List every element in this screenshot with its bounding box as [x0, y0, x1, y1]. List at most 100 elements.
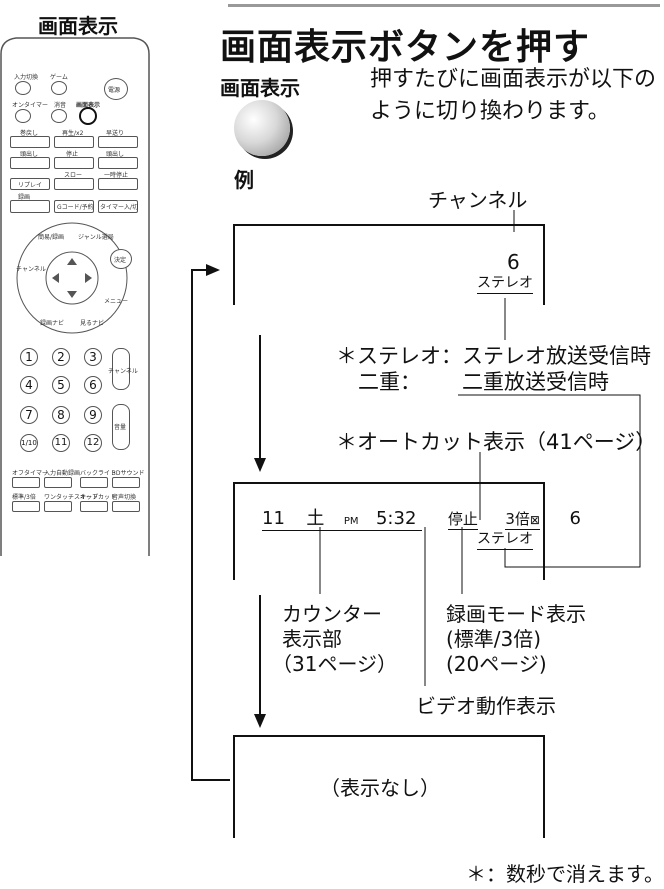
- remote-label-record: 録画: [18, 194, 31, 201]
- audio-note-line1: ＊ステレオ：ステレオ放送受信時: [336, 344, 651, 368]
- skip-back-button[interactable]: [10, 157, 50, 169]
- autocut-note: ＊オートカット表示（41ページ）: [336, 430, 657, 454]
- rewind-button[interactable]: [10, 136, 50, 148]
- heading-rule: [228, 4, 660, 7]
- remote-label-sp-ep: 標準/3倍: [12, 494, 36, 501]
- remote-label-channel: チャンネル: [108, 368, 138, 375]
- remote-label-backlight: バックライト: [80, 470, 117, 477]
- gcode-button[interactable]: [54, 200, 94, 213]
- stop-button[interactable]: [54, 157, 94, 169]
- remote-label-input: 入力切換: [14, 74, 39, 81]
- screen1-channel-number: 6: [507, 250, 520, 274]
- remote-label-ff: 早送り: [106, 130, 125, 137]
- counter-label-3: （31ページ）: [272, 652, 398, 676]
- remote-label-off-timer: オフタイマー: [12, 470, 49, 477]
- remote-label-audio: 音声切換: [112, 494, 137, 501]
- mute-button[interactable]: [51, 109, 67, 123]
- recmode-label-3: (20ページ): [446, 652, 547, 676]
- number-key-4[interactable]: 4: [20, 376, 38, 394]
- replay-button[interactable]: [10, 178, 50, 190]
- one-touch-skip-button[interactable]: [44, 501, 72, 512]
- remote-label-power: 電源: [108, 87, 121, 94]
- play-button[interactable]: [54, 136, 94, 148]
- remote-label-play: 再生/x2: [62, 130, 84, 137]
- on-timer-button[interactable]: [15, 109, 31, 123]
- remote-callout-label: 画面表示: [38, 14, 118, 38]
- remote-label-gcode: Gコード/予約: [57, 204, 94, 211]
- number-key-8[interactable]: 8: [52, 406, 70, 424]
- record-button[interactable]: [10, 200, 50, 213]
- number-key-9[interactable]: 9: [84, 406, 102, 424]
- screen2-weekday: 土: [306, 508, 325, 529]
- remote-label-channel-nav: チャンネル: [16, 266, 46, 273]
- timer-button[interactable]: [98, 200, 138, 213]
- number-key-5[interactable]: 5: [52, 376, 70, 394]
- footnote: ＊：数秒で消えます。: [466, 862, 664, 886]
- channel-title: チャンネル: [428, 188, 528, 212]
- screen2-day: 11: [262, 508, 285, 529]
- remote-label-skip-fwd: 頭出し: [106, 151, 125, 158]
- number-key-10[interactable]: 1/10: [20, 434, 38, 452]
- enter-button[interactable]: [110, 249, 132, 269]
- number-key-2[interactable]: 2: [52, 348, 70, 366]
- power-button[interactable]: [104, 78, 128, 100]
- sp-ep-button[interactable]: [12, 501, 40, 512]
- counter-label-2: 表示部: [282, 627, 342, 651]
- remote-label-rec-navi: 録画ナビ: [40, 320, 65, 327]
- number-key-3[interactable]: 3: [84, 348, 102, 366]
- off-timer-button[interactable]: [12, 477, 40, 488]
- remote-label-3d-sound: 3Dサウンド: [112, 470, 145, 477]
- remote-label-timer: タイマー入/切: [100, 204, 139, 211]
- 3d-sound-button[interactable]: [112, 477, 140, 488]
- remote-label-easy-rec: 簡易/録画: [38, 234, 65, 241]
- fast-forward-button[interactable]: [98, 136, 138, 148]
- example-label: 例: [234, 168, 254, 192]
- number-key-1[interactable]: 1: [20, 348, 38, 366]
- remote-label-replay: リプレイ: [18, 182, 43, 189]
- input-switch-button[interactable]: [15, 81, 31, 95]
- screen2-status-line: 11 土 PM 5:32 停止 3倍⊠ 6: [262, 504, 581, 531]
- audio-switch-button[interactable]: [112, 501, 140, 512]
- audio-note-line2-label: 二重：: [358, 370, 421, 394]
- display-button-illustration: [234, 100, 290, 156]
- counter-label-1: カウンター: [282, 602, 382, 626]
- number-key-6[interactable]: 6: [84, 376, 102, 394]
- remote-label-rewind: 巻戻し: [20, 130, 39, 137]
- screen2-audio-mode: ステレオ: [477, 528, 533, 550]
- remote-label-auto-rec: 入力自動録画: [44, 470, 81, 477]
- backlight-button[interactable]: [80, 477, 108, 488]
- remote-label-on-timer: オンタイマー: [12, 102, 49, 109]
- screen2-channel-number: 6: [569, 508, 581, 529]
- page-heading: 画面表示ボタンを押す: [220, 27, 591, 68]
- remote-label-mute: 消音: [54, 102, 67, 109]
- screen2-time: 5:32: [375, 508, 417, 529]
- button-caption: 画面表示: [220, 76, 300, 100]
- number-key-7[interactable]: 7: [20, 406, 38, 424]
- audio-note-line2-value: 二重放送受信時: [462, 370, 609, 394]
- recmode-label-2: (標準/3倍): [446, 627, 542, 651]
- autocut-button[interactable]: [80, 501, 108, 512]
- screen1-audio-mode: ステレオ: [477, 272, 533, 294]
- screen3-no-display: （表示なし）: [320, 776, 440, 800]
- pause-button[interactable]: [98, 178, 138, 190]
- game-button[interactable]: [51, 81, 67, 95]
- remote-label-menu: メニュー: [104, 298, 129, 305]
- screen2-rec-mode-text: 3倍: [505, 510, 530, 528]
- remote-label-genre: ジャンル選局: [78, 234, 114, 241]
- skip-forward-button[interactable]: [98, 157, 138, 169]
- auto-rec-button[interactable]: [44, 477, 72, 488]
- screen2-rec-mode: 3倍⊠: [505, 510, 540, 530]
- autocut-mark-icon: ⊠: [529, 513, 540, 527]
- number-key-11[interactable]: 11: [52, 434, 70, 452]
- remote-label-display: 画面表示: [76, 102, 101, 109]
- remote-label-game: ゲーム: [50, 74, 68, 81]
- screen2-video-status: 停止: [447, 510, 478, 530]
- display-button-on-remote[interactable]: [79, 107, 97, 125]
- slow-button[interactable]: [54, 178, 94, 190]
- description: 押すたびに画面表示が以下のように切り換わります。: [370, 67, 657, 124]
- channel-rocker[interactable]: [112, 348, 130, 390]
- volume-rocker[interactable]: [112, 404, 130, 450]
- number-key-12[interactable]: 12: [84, 434, 102, 452]
- remote-label-slow: スロー: [64, 172, 83, 179]
- remote-label-view-navi: 見るナビ: [80, 320, 105, 327]
